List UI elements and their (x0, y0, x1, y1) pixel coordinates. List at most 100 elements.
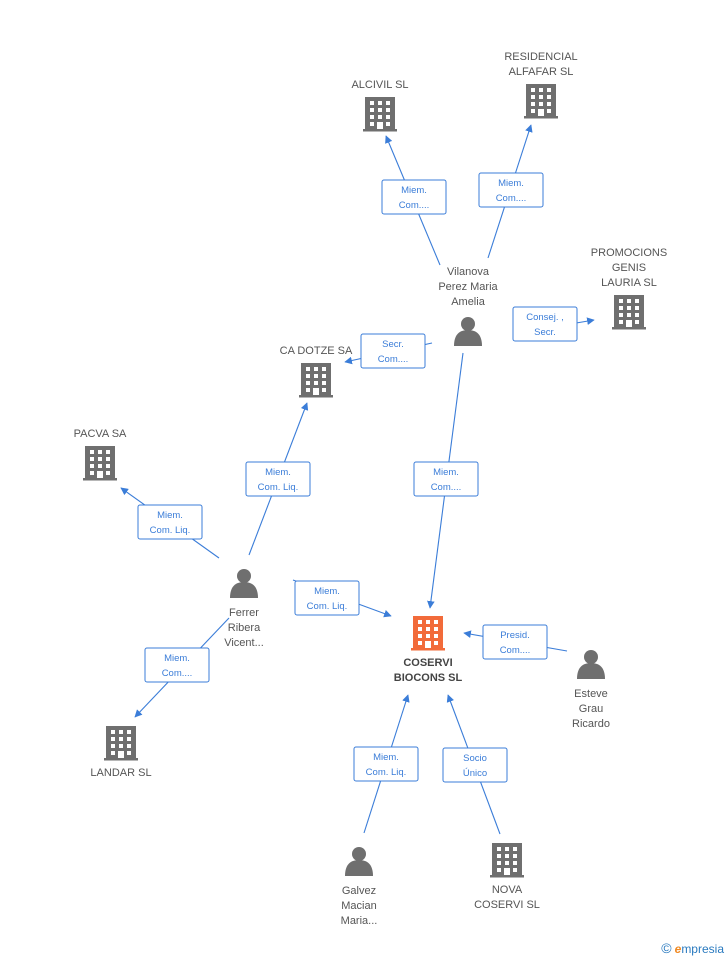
edge-label-text: Com.... (431, 482, 462, 493)
node-label: Ribera (228, 622, 261, 634)
node-label: ALFAFAR SL (509, 66, 574, 78)
edge-label-text: Secr. (534, 327, 556, 338)
node-label: PACVA SA (74, 428, 127, 440)
node-label: Grau (579, 703, 603, 715)
brand-initial: e (674, 942, 682, 956)
edge-label-frame (442, 747, 508, 783)
edge-vilanova-cadotze: Secr.Com.... (344, 333, 433, 369)
building-icon (524, 84, 558, 119)
edge-label-text: Presid. (500, 630, 530, 641)
building-icon (363, 97, 397, 132)
edge-label-box[interactable]: Miem. Com.... (413, 461, 479, 497)
node-label: Macian (341, 900, 376, 912)
edge-label-box[interactable]: Miem.Com. Liq. (137, 504, 203, 540)
node-label: LANDAR SL (90, 767, 151, 779)
edge-vilanova-residencial: Miem. Com.... (478, 124, 544, 259)
node-label: Ferrer (229, 607, 259, 619)
edge-label-text: Socio (463, 753, 487, 764)
edge-label-frame (294, 580, 360, 616)
edge-label-box[interactable]: Miem. Com. Liq. (245, 461, 311, 497)
person-icon (345, 847, 373, 876)
node-label: COSERVI SL (474, 899, 540, 911)
edge-label-text: Miem. (265, 467, 291, 478)
edge-label-box[interactable]: Miem.Com. Liq. (294, 580, 360, 616)
node-label: ALCIVIL SL (351, 79, 408, 91)
node-pacva[interactable]: PACVA SA (74, 428, 127, 481)
node-residencial[interactable]: RESIDENCIAL ALFAFAR SL (504, 51, 578, 119)
node-alcivil[interactable]: ALCIVIL SL (351, 79, 409, 132)
node-cadotze[interactable]: CA DOTZE SA (280, 345, 353, 398)
person-icon (577, 650, 605, 679)
node-landar[interactable]: LANDAR SL (90, 726, 152, 779)
edge-label-box[interactable]: Miem.Com.... (144, 647, 210, 683)
edge-label-text: Consej. , (526, 312, 564, 323)
edge-label-frame (137, 504, 203, 540)
node-label: Vilanova (447, 266, 490, 278)
edge-label-text: Com.... (378, 354, 409, 365)
node-label: Ricardo (572, 718, 610, 730)
edge-label-text: Com. Liq. (150, 525, 191, 536)
edge-label-text: Miem. (433, 467, 459, 478)
edge-label-frame (413, 461, 479, 497)
node-ferrer[interactable]: FerrerRiberaVicent... (224, 569, 264, 649)
building-icon (104, 726, 138, 761)
person-icon (230, 569, 258, 598)
edge-label-frame (245, 461, 311, 497)
building-icon (299, 363, 333, 398)
edge-label-text: Miem. (164, 653, 190, 664)
building-icon (411, 616, 445, 651)
edge-label-text: Com. Liq. (258, 482, 299, 493)
edge-label-text: Com. Liq. (366, 767, 407, 778)
node-label: Galvez (342, 885, 376, 897)
edge-label-text: Com.... (399, 200, 430, 211)
node-label: Amelia (451, 296, 486, 308)
node-label: RESIDENCIAL (504, 51, 577, 63)
edge-ferrer-pacva: Miem.Com. Liq. (120, 487, 220, 559)
edge-label-box[interactable]: Presid. Com.... (482, 624, 548, 660)
edge-label-text: Com.... (500, 645, 531, 656)
edge-galvez-coservi: Miem. Com. Liq. (353, 694, 419, 834)
edge-label-box[interactable]: Miem. Com.... (381, 179, 447, 215)
edge-label-frame (482, 624, 548, 660)
node-promocions[interactable]: PROMOCIONS GENIS LAURIA SL (591, 247, 667, 330)
node-label: Esteve (574, 688, 608, 700)
edge-label-text: Miem. (498, 178, 524, 189)
edge-label-frame (144, 647, 210, 683)
footer-logo[interactable]: ©empresia (661, 940, 724, 956)
edge-vilanova-alcivil: Miem. Com.... (381, 135, 447, 266)
node-label: CA DOTZE SA (280, 345, 353, 357)
edge-label-frame (512, 306, 578, 342)
node-label: Perez Maria (438, 281, 498, 293)
edge-label-frame (478, 172, 544, 208)
edge-ferrer-cadotze: Miem. Com. Liq. (245, 402, 311, 556)
edge-label-text: Único (463, 768, 487, 779)
edge-label-box[interactable]: Consej. , Secr. (512, 306, 578, 342)
edge-label-frame (353, 746, 419, 782)
node-label: GENIS (612, 262, 646, 274)
copyright-icon: © (661, 940, 672, 956)
edge-ferrer-coservi: Miem.Com. Liq. (292, 579, 392, 618)
person-icon (454, 317, 482, 346)
building-icon (612, 295, 646, 330)
edge-label-box[interactable]: Secr.Com.... (360, 333, 426, 369)
edge-esteve-coservi: Presid. Com.... (463, 624, 568, 660)
edge-label-text: Com.... (496, 193, 527, 204)
edge-vilanova-promocions: Consej. , Secr. (512, 306, 595, 342)
edge-label-text: Miem. (401, 185, 427, 196)
edge-label-box[interactable]: Miem. Com.... (478, 172, 544, 208)
node-label: Vicent... (224, 637, 264, 649)
edge-label-text: Com. Liq. (307, 601, 348, 612)
node-label: LAURIA SL (601, 277, 657, 289)
edge-label-text: Miem. (373, 752, 399, 763)
node-label: PROMOCIONS (591, 247, 667, 259)
edge-label-box[interactable]: Miem. Com. Liq. (353, 746, 419, 782)
node-galvez[interactable]: GalvezMacianMaria... (341, 847, 378, 927)
